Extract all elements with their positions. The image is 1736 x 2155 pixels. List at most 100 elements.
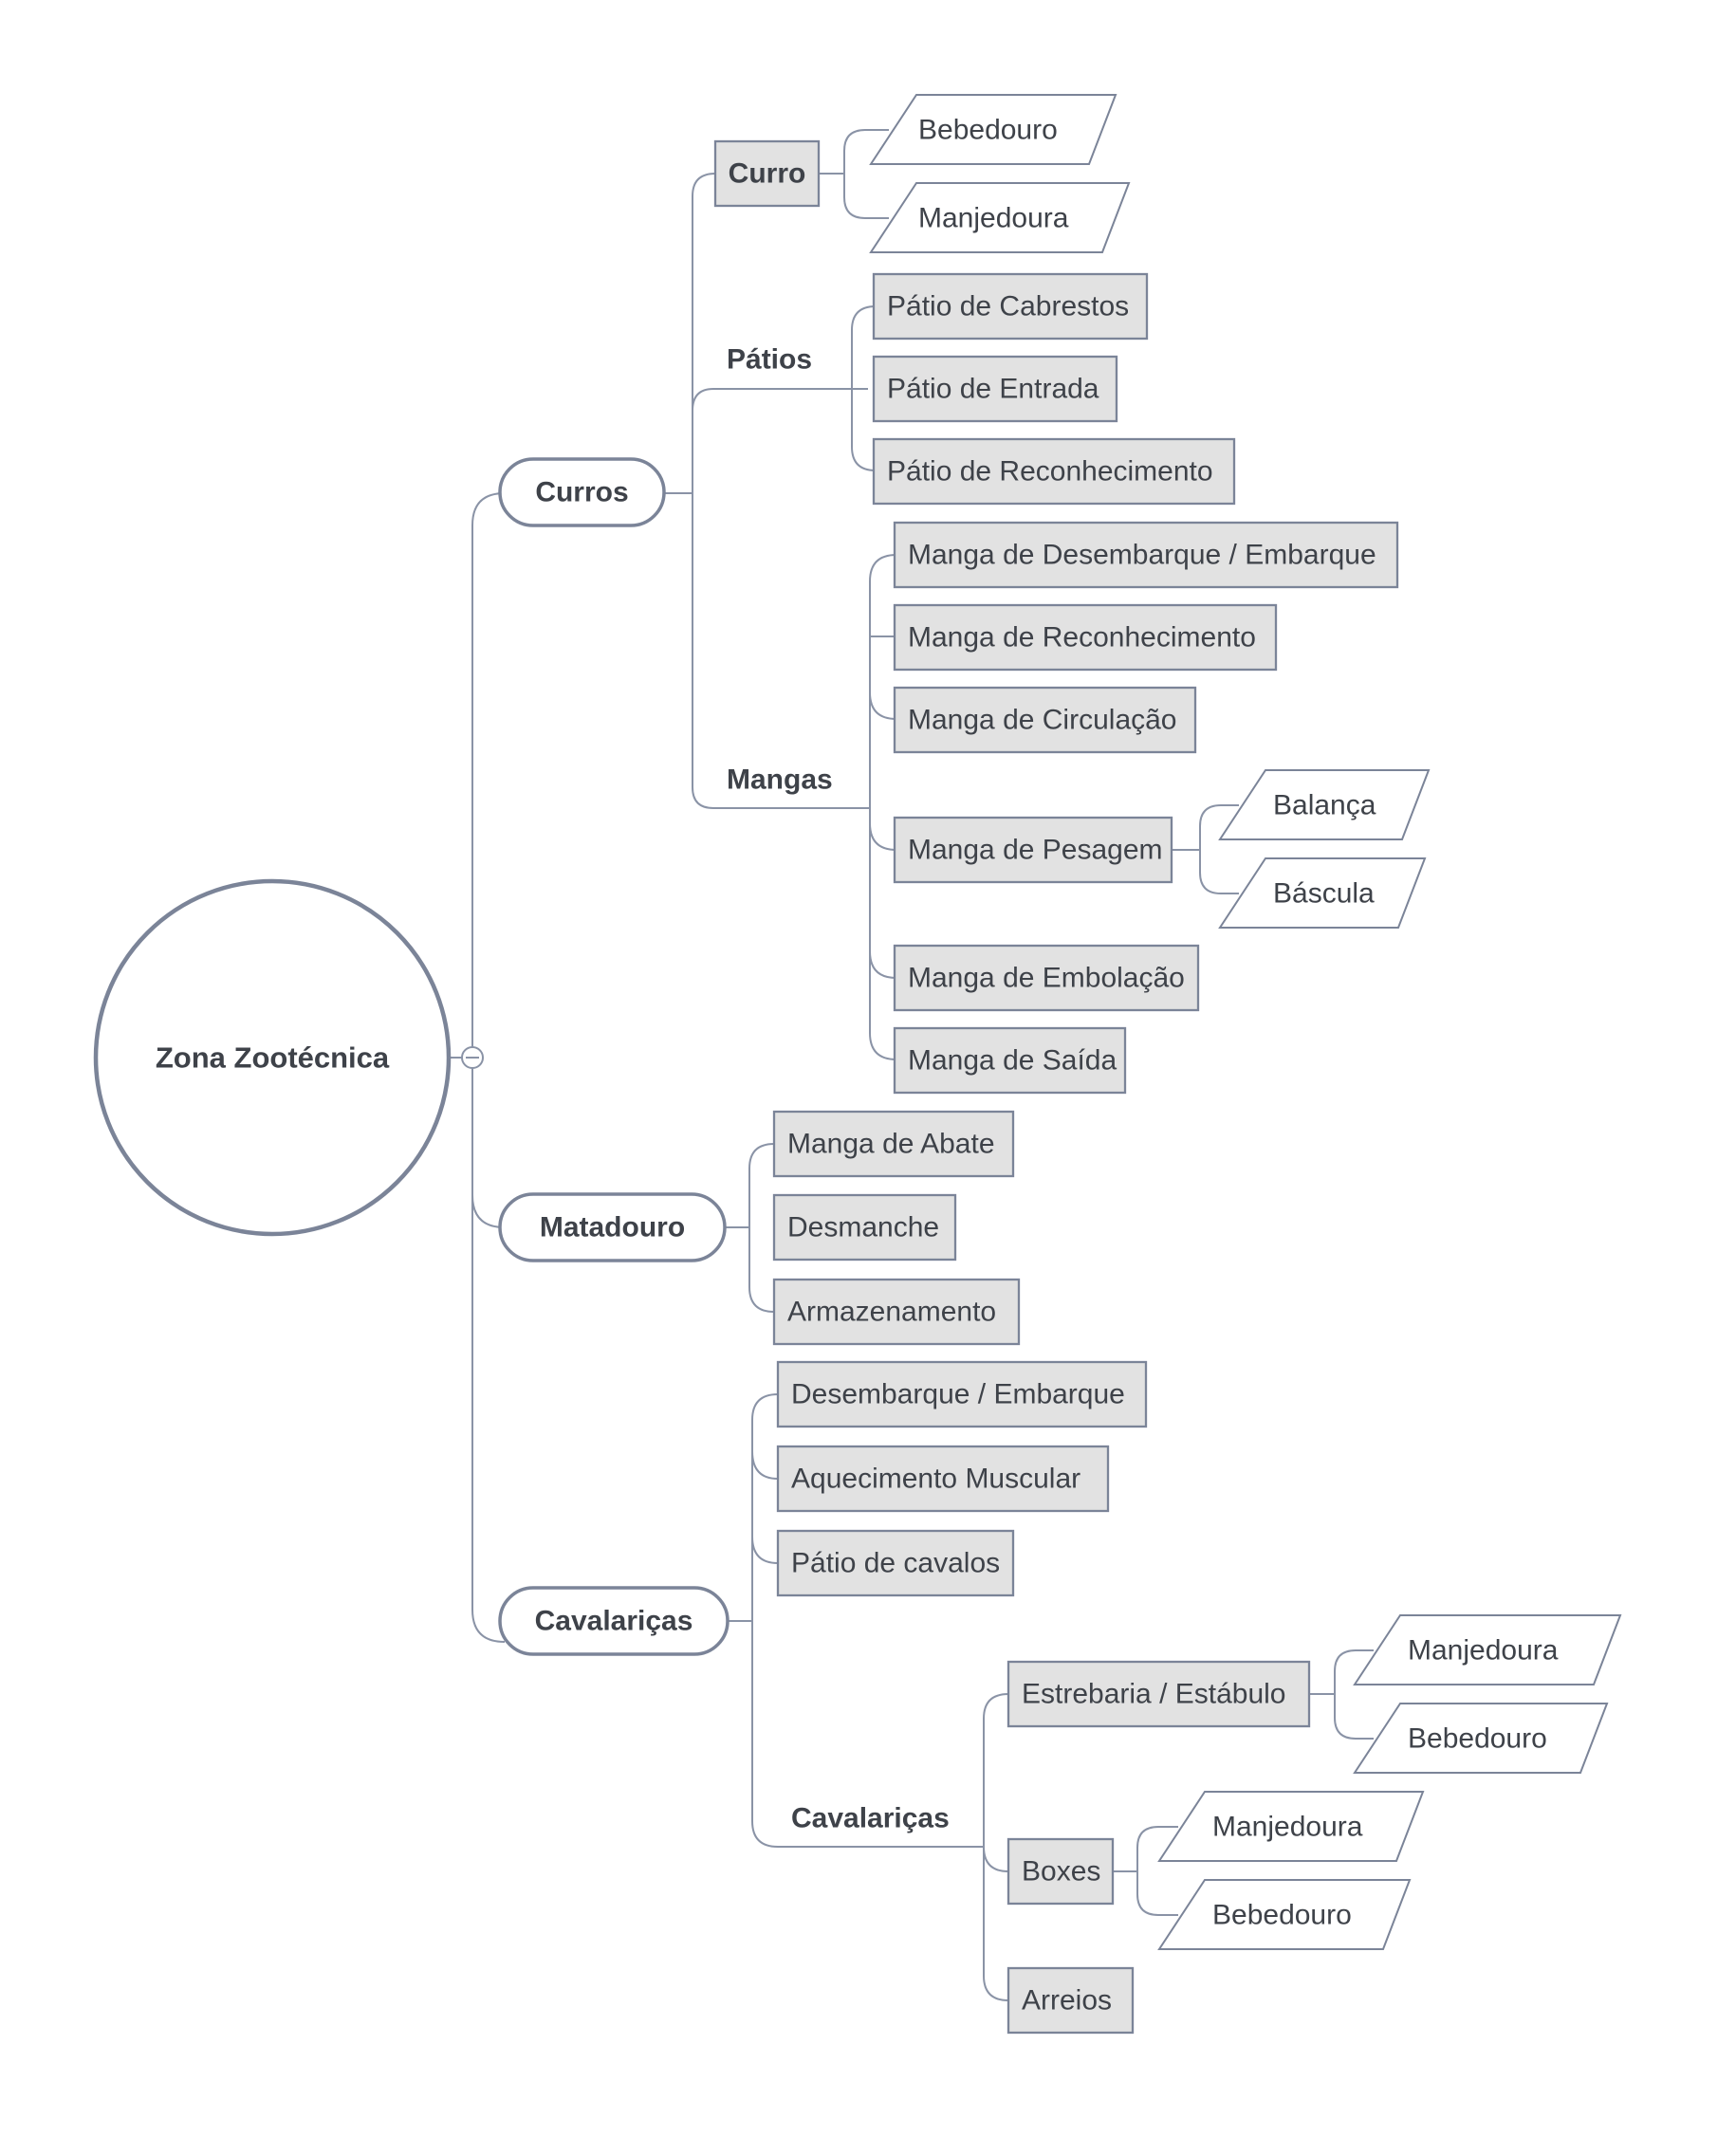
sub-item-arreios[interactable]: Arreios [1007, 1966, 1135, 2035]
cavalaricas-item-desembarque[interactable]: Desembarque / Embarque [776, 1360, 1148, 1428]
mangas-item-reconhecimento[interactable]: Manga de Reconhecimento [893, 603, 1278, 672]
root-circle [93, 878, 452, 1237]
curro-item-bebedouro-label: Bebedouro [918, 115, 1058, 146]
pesagem-item-bascula-label: Báscula [1273, 878, 1375, 910]
curros-trunk [692, 173, 868, 809]
boxes-item-bebedouro-label: Bebedouro [1212, 1900, 1352, 1931]
cavalaricas-item-aquecimento[interactable]: Aquecimento Muscular [776, 1445, 1110, 1513]
cavalaricas-item-desembarque-box [776, 1360, 1148, 1428]
boxes-item-bebedouro-shape [1157, 1879, 1412, 1950]
matadouro-item-armazenamento-box [772, 1278, 1021, 1346]
cavalaricas-link-3 [751, 1536, 779, 1564]
boxes-item-manjedoura[interactable]: Manjedoura [1157, 1791, 1425, 1862]
mangas-item-circulacao[interactable]: Manga de Circulação [893, 686, 1197, 754]
subtopic-cavalaricas[interactable]: Cavalariças [791, 1803, 950, 1834]
sub-cavalaricas-branch [983, 1693, 1009, 2001]
collapse-toggle[interactable] [461, 1046, 484, 1069]
patios-item-entrada[interactable]: Pátio de Entrada [872, 355, 1118, 423]
subtopic-curro-box [713, 139, 821, 208]
sub-item-boxes[interactable]: Boxes [1007, 1837, 1115, 1906]
topic-matadouro-shape [498, 1192, 727, 1262]
patios-item-cabrestos[interactable]: Pátio de Cabrestos [872, 272, 1149, 341]
root-node[interactable]: Zona Zootécnica [93, 878, 452, 1237]
topic-curros-label: Curros [535, 477, 628, 508]
pesagem-branch [1199, 804, 1239, 894]
estrebaria-item-manjedoura-label: Manjedoura [1408, 1635, 1559, 1667]
matadouro-item-abate[interactable]: Manga de Abate [772, 1110, 1015, 1178]
mangas-item-pesagem[interactable]: Manga de Pesagem [893, 816, 1173, 884]
pesagem-item-bascula-shape [1218, 857, 1427, 929]
topic-cavalaricas[interactable]: Cavalariças [498, 1586, 729, 1656]
matadouro-item-desmanche[interactable]: Desmanche [772, 1193, 957, 1262]
estrebaria-item-manjedoura-shape [1353, 1614, 1622, 1685]
curro-item-bebedouro-shape [869, 94, 1117, 165]
boxes-item-bebedouro[interactable]: Bebedouro [1157, 1879, 1412, 1950]
subtopic-curro[interactable]: Curro [713, 139, 821, 208]
matadouro-item-abate-label: Manga de Abate [787, 1129, 995, 1160]
pesagem-item-balanca[interactable]: Balança [1218, 769, 1431, 840]
mangas-item-desembarque-box [893, 521, 1399, 589]
estrebaria-item-bebedouro[interactable]: Bebedouro [1353, 1703, 1609, 1774]
curros-to-patios [692, 388, 868, 412]
patios-item-entrada-label: Pátio de Entrada [887, 374, 1099, 405]
subtopic-mangas[interactable]: Mangas [727, 764, 833, 796]
matadouro-item-armazenamento[interactable]: Armazenamento [772, 1278, 1021, 1346]
topic-cavalaricas-shape [498, 1586, 729, 1656]
mangas-item-pesagem-label: Manga de Pesagem [908, 835, 1163, 866]
estrebaria-item-manjedoura[interactable]: Manjedoura [1353, 1614, 1622, 1685]
connectors [449, 129, 1374, 2001]
mangas-item-saida-label: Manga de Saída [908, 1045, 1117, 1077]
subtopic-patios[interactable]: Pátios [727, 344, 812, 376]
estrebaria-item-bebedouro-shape [1353, 1703, 1609, 1774]
sub-item-estrebaria-box [1007, 1660, 1311, 1728]
mangas-item-desembarque-label: Manga de Desembarque / Embarque [908, 540, 1376, 571]
mangas-item-saida[interactable]: Manga de Saída [893, 1026, 1127, 1095]
topic-cavalaricas-label: Cavalariças [535, 1606, 693, 1637]
mangas-item-reconhecimento-label: Manga de Reconhecimento [908, 622, 1256, 654]
mangas-branch [869, 554, 897, 1060]
sub-item-boxes-box [1007, 1837, 1115, 1906]
cavalaricas-item-patio-cavalos[interactable]: Pátio de cavalos [776, 1529, 1015, 1597]
cavalaricas-item-patio-cavalos-box [776, 1529, 1015, 1597]
matadouro-item-desmanche-label: Desmanche [787, 1212, 939, 1243]
mangas-item-embolacao[interactable]: Manga de Embolação [893, 944, 1200, 1012]
curro-item-bebedouro[interactable]: Bebedouro [869, 94, 1117, 165]
mangas-item-desembarque[interactable]: Manga de Desembarque / Embarque [893, 521, 1399, 589]
matadouro-branch [748, 1143, 775, 1313]
curro-item-manjedoura-label: Manjedoura [918, 203, 1069, 234]
curro-branch [843, 129, 889, 219]
patios-item-reconhecimento-box [872, 437, 1236, 506]
pesagem-item-bascula[interactable]: Báscula [1218, 857, 1427, 929]
cavalaricas-item-patio-cavalos-label: Pátio de cavalos [791, 1548, 1000, 1579]
mangas-link-4 [869, 822, 897, 851]
patios-item-entrada-box [872, 355, 1118, 423]
matadouro-item-desmanche-box [772, 1193, 957, 1262]
cavalaricas-item-aquecimento-box [776, 1445, 1110, 1513]
mangas-item-circulacao-label: Manga de Circulação [908, 705, 1177, 736]
cavalaricas-branch [751, 1393, 983, 1848]
topic-matadouro-label: Matadouro [540, 1212, 685, 1243]
subtopic-curro-label: Curro [729, 158, 806, 190]
patios-item-reconhecimento[interactable]: Pátio de Reconhecimento [872, 437, 1236, 506]
sub-item-arreios-box [1007, 1966, 1135, 2035]
root-label: Zona Zootécnica [156, 1041, 390, 1075]
boxes-item-manjedoura-shape [1157, 1791, 1425, 1862]
patios-branch [851, 305, 877, 471]
sub-cavalaricas-link-boxes [983, 1846, 1009, 1872]
sub-item-arreios-label: Arreios [1022, 1985, 1112, 2017]
pesagem-item-balanca-shape [1218, 769, 1431, 840]
topic-curros[interactable]: Curros [498, 457, 666, 527]
curro-item-manjedoura-shape [869, 182, 1131, 253]
sub-item-estrebaria[interactable]: Estrebaria / Estábulo [1007, 1660, 1311, 1728]
patios-item-reconhecimento-label: Pátio de Reconhecimento [887, 456, 1213, 488]
estrebaria-item-bebedouro-label: Bebedouro [1408, 1723, 1547, 1755]
curro-item-manjedoura[interactable]: Manjedoura [869, 182, 1131, 253]
patios-item-cabrestos-box [872, 272, 1149, 341]
mangas-link-3 [869, 691, 897, 720]
pesagem-item-balanca-label: Balança [1273, 790, 1376, 821]
mangas-item-reconhecimento-box [893, 603, 1278, 672]
sub-item-boxes-label: Boxes [1022, 1856, 1100, 1888]
topic-matadouro[interactable]: Matadouro [498, 1192, 727, 1262]
mangas-item-embolacao-label: Manga de Embolação [908, 963, 1185, 994]
